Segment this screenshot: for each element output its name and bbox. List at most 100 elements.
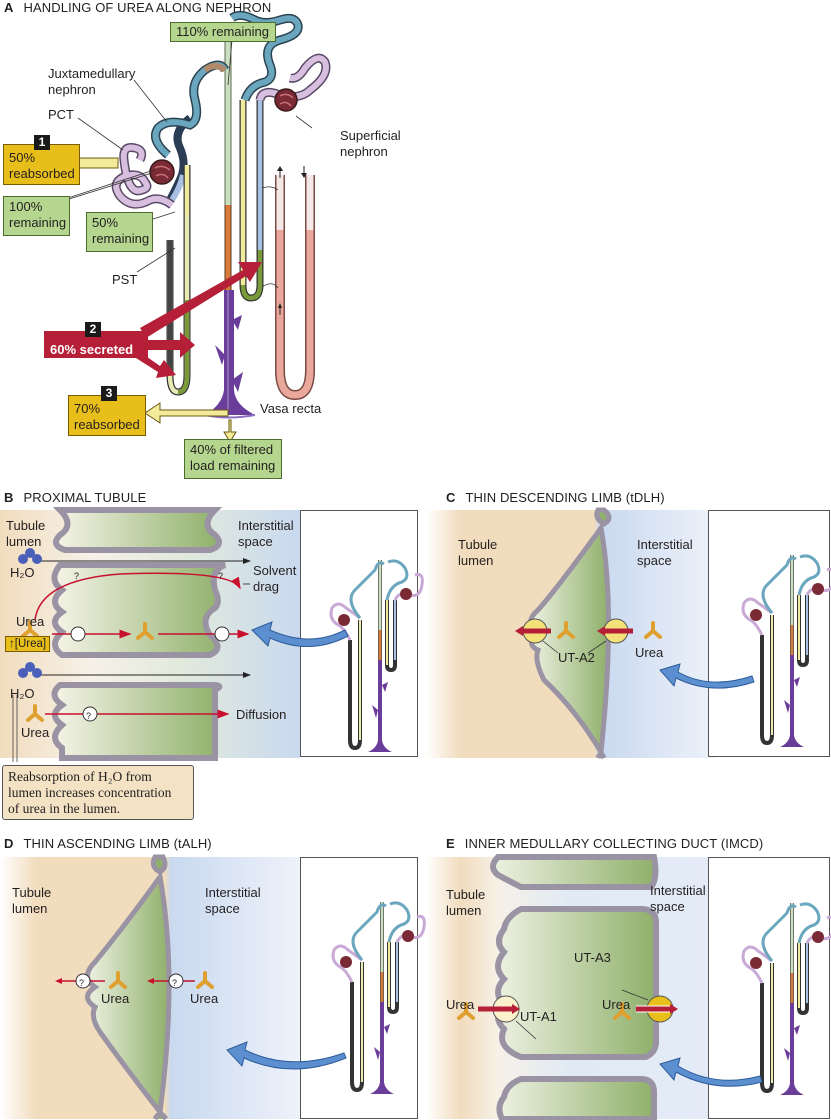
- panel-a-letter: A: [4, 0, 14, 15]
- inset-frame-c: [708, 510, 830, 757]
- superficial-label-line2: nephron: [340, 144, 388, 159]
- water-molecule-icon: [18, 548, 42, 564]
- panel-e-letter: E: [446, 836, 455, 851]
- solvent-drag-line1: Solvent: [253, 563, 297, 578]
- question-mark: ?: [74, 571, 80, 581]
- e-tubule-lumen-label: Tubule lumen: [446, 887, 485, 919]
- superficial-label-line1: Superficial: [340, 128, 401, 143]
- imcd-diagram: [426, 854, 716, 1120]
- d-urea-label-1: Urea: [101, 991, 130, 1006]
- proximal-tubule-diagram: [0, 507, 300, 762]
- panel-c-title-text: THIN DESCENDING LIMB (tDLH): [465, 490, 665, 505]
- d-interstitial-line1: Interstitial: [205, 885, 261, 900]
- ut-a1-label: UT-A1: [520, 1009, 557, 1024]
- juxtamedullary-label-line1: Juxtamedullary: [48, 66, 136, 81]
- remaining-50-line1: 50%: [92, 215, 119, 230]
- question-mark: ?: [86, 711, 92, 721]
- solvent-drag-label: Solvent drag: [253, 563, 296, 595]
- remaining-100-box: 100% remaining: [3, 196, 70, 236]
- e-urea-label-2: Urea: [602, 997, 631, 1012]
- panel-a-title-text: HANDLING OF UREA ALONG NEPHRON: [23, 0, 272, 15]
- inset-frame-b: [300, 510, 418, 757]
- pct-label: PCT: [48, 107, 74, 122]
- panel-b-title: B PROXIMAL TUBULE: [4, 490, 146, 505]
- step-1-number: 1: [34, 135, 50, 150]
- panel-d-title-text: THIN ASCENDING LIMB (tALH): [23, 836, 212, 851]
- reabsorption-note: Reabsorption of H₂O from lumen increases…: [2, 765, 194, 820]
- question-mark: ?: [218, 571, 224, 581]
- inset-frame-d: [300, 857, 418, 1119]
- panel-c-title: C THIN DESCENDING LIMB (tDLH): [446, 490, 665, 505]
- urea-icon: [21, 620, 39, 638]
- thin-ascending-limb-diagram: [0, 854, 300, 1120]
- remaining-40-line2: load remaining: [190, 458, 276, 473]
- collecting-duct: [204, 30, 256, 419]
- c-tubule-lumen-label: Tubule lumen: [458, 537, 497, 569]
- remaining-100-line1: 100%: [9, 199, 43, 214]
- juxtamedullary-loop: [166, 114, 193, 396]
- juxtamedullary-pct: [111, 60, 230, 209]
- b-urea-label-1: Urea: [16, 614, 45, 629]
- c-urea-label: Urea: [635, 645, 664, 660]
- step-3-line1: 70%: [74, 401, 101, 416]
- step-3-line2: reabsorbed: [74, 417, 140, 432]
- step-1-line1: 50%: [9, 150, 36, 165]
- urea-icon: [196, 971, 214, 989]
- d-tubule-lumen-line2: lumen: [12, 901, 48, 916]
- superficial-nephron: [229, 10, 331, 302]
- thin-descending-limb-diagram: [426, 507, 716, 760]
- urea-icon: [457, 1002, 475, 1020]
- c-tubule-lumen-line1: Tubule: [458, 537, 498, 552]
- remaining-40-box: 40% of filtered load remaining: [184, 439, 282, 479]
- step-1-box: 50% reabsorbed: [3, 144, 80, 185]
- e-tubule-lumen-line2: lumen: [446, 903, 482, 918]
- b-interstitial-line1: Interstitial: [238, 518, 294, 533]
- vasa-recta-label: Vasa recta: [260, 401, 322, 416]
- question-mark: ?: [79, 978, 85, 988]
- urea-icon: [26, 704, 44, 722]
- pst-label: PST: [112, 272, 138, 287]
- inset-frame-e: [708, 857, 830, 1119]
- panel-c-letter: C: [446, 490, 456, 505]
- leader-lines: [65, 39, 313, 289]
- water-molecule-icon: [18, 662, 42, 678]
- e-interstitial-line2: space: [650, 899, 685, 914]
- juxtamedullary-label: Juxtamedullary nephron: [48, 66, 135, 98]
- remaining-100-line2: remaining: [9, 215, 67, 230]
- vasa-recta: [275, 166, 315, 401]
- c-interstitial-line1: Interstitial: [637, 537, 693, 552]
- d-tubule-lumen-line1: Tubule: [12, 885, 52, 900]
- remaining-40-line1: 40% of filtered: [190, 442, 274, 457]
- b-tubule-lumen-label: Tubule lumen: [6, 518, 45, 550]
- urea-icon: [109, 971, 127, 989]
- ut-a3-label: UT-A3: [574, 950, 611, 965]
- question-mark: ?: [172, 978, 178, 988]
- step-3-number: 3: [101, 386, 117, 401]
- note-line1: Reabsorption of H₂O from: [8, 769, 152, 784]
- b-h2o-label-2: H₂O: [10, 686, 35, 701]
- b-interstitial-line2: space: [238, 534, 273, 549]
- remaining-110-box: 110% remaining: [170, 22, 276, 42]
- panel-b-letter: B: [4, 490, 14, 505]
- solvent-drag-line2: drag: [253, 579, 280, 594]
- e-tubule-lumen-line1: Tubule: [446, 887, 486, 902]
- panel-e-title-text: INNER MEDULLARY COLLECTING DUCT (IMCD): [464, 836, 764, 851]
- d-tubule-lumen-label: Tubule lumen: [12, 885, 51, 917]
- b-tubule-lumen-line1: Tubule: [6, 518, 46, 533]
- c-interstitial-line2: space: [637, 553, 672, 568]
- secretion-arrows: [136, 262, 262, 378]
- urea-concentration-box: ↑[Urea]: [5, 636, 51, 652]
- b-urea-label-2: Urea: [21, 725, 50, 740]
- e-interstitial-line1: Interstitial: [650, 883, 706, 898]
- d-interstitial-label: Interstitial space: [205, 885, 261, 917]
- panel-b-title-text: PROXIMAL TUBULE: [23, 490, 147, 505]
- e-interstitial-label: Interstitial space: [650, 883, 706, 915]
- remaining-50-line2: remaining: [92, 231, 150, 246]
- d-interstitial-line2: space: [205, 901, 240, 916]
- urea-icon: [644, 621, 662, 639]
- nephron-diagram: [54, 10, 331, 443]
- step-1-line2: reabsorbed: [9, 166, 75, 181]
- note-line2: lumen increases concentration: [8, 785, 172, 800]
- remaining-50-box: 50% remaining: [86, 212, 153, 252]
